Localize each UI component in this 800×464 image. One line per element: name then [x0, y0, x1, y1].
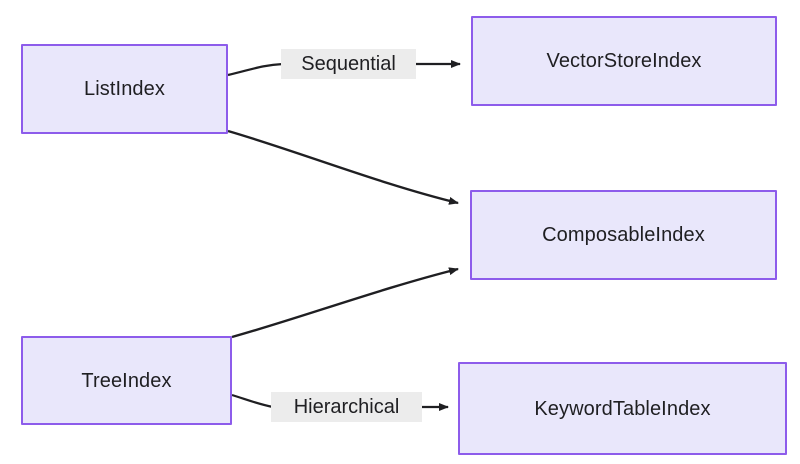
node-listindex[interactable]: ListIndex [21, 44, 228, 134]
edge-label-sequential: Sequential [281, 49, 416, 79]
edge-treeindex-to-composableindex [231, 267, 459, 339]
node-composableindex[interactable]: ComposableIndex [470, 190, 777, 280]
node-treeindex-label: TreeIndex [81, 369, 172, 392]
node-composableindex-label: ComposableIndex [542, 224, 705, 246]
edge-treeindex-to-keywordtableindex [231, 393, 274, 409]
node-listindex-label: ListIndex [84, 78, 165, 100]
node-vectorstoreindex-label: VectorStoreIndex [546, 50, 702, 72]
node-treeindex[interactable]: TreeIndex [21, 336, 232, 425]
edge-listindex-to-vectorstoreindex [227, 62, 284, 77]
node-vectorstoreindex[interactable]: VectorStoreIndex [471, 16, 777, 106]
edge-label-hierarchical: Hierarchical [271, 392, 422, 422]
node-keywordtableindex-label: KeywordTableIndex [534, 397, 711, 420]
edge-listindex-to-composableindex [227, 129, 459, 205]
node-keywordtableindex[interactable]: KeywordTableIndex [458, 362, 787, 455]
